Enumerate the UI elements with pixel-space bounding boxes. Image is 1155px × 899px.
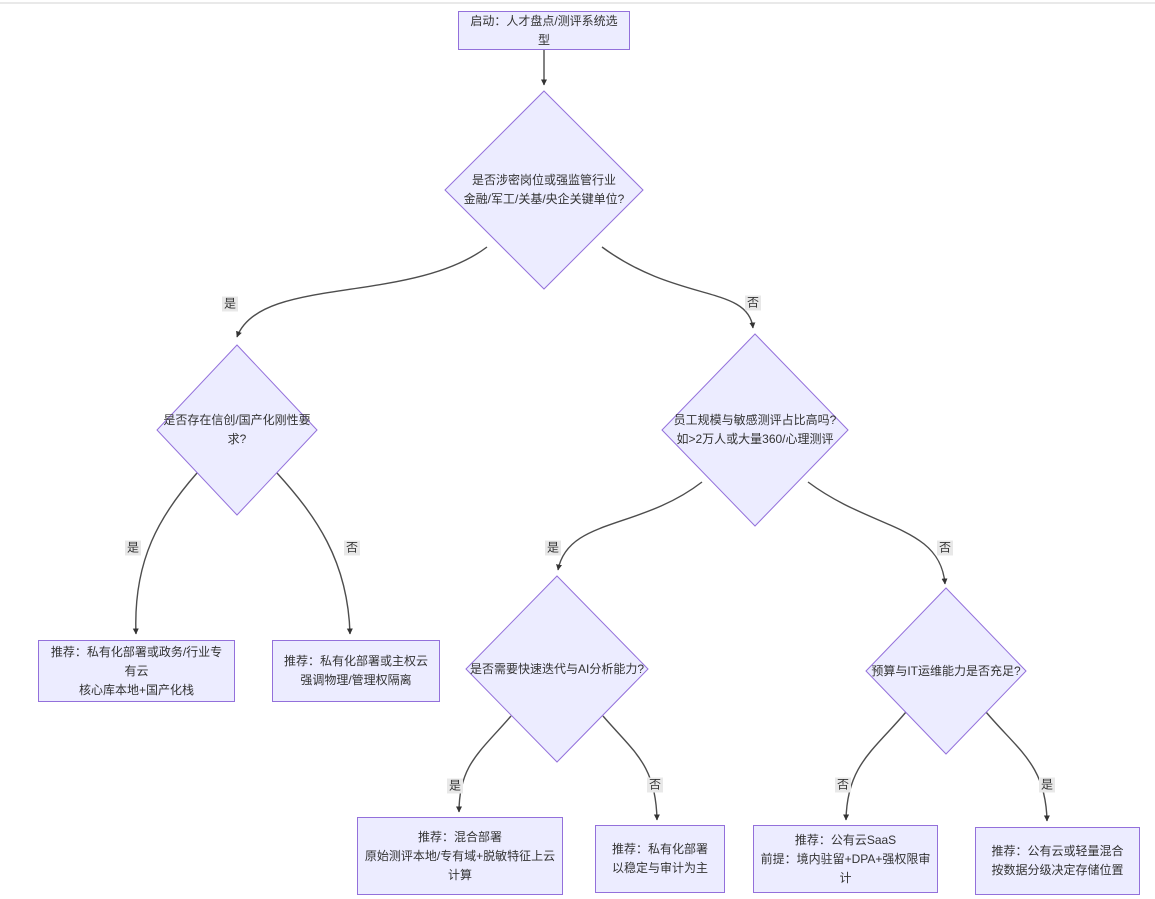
node-rec-saas: 推荐：公有云SaaS 前提：境内驻留+DPA+强权限审计 (753, 825, 938, 893)
node-rec-public-light: 推荐：公有云或轻量混合 按数据分级决定存储位置 (975, 827, 1140, 895)
decision-xinchuang-line1: 是否存在信创/国产化刚性要求? (163, 413, 311, 446)
rec-public-light-line1: 推荐：公有云或轻量混合 (991, 844, 1124, 858)
edge-xinchuang-yes (132, 472, 198, 635)
decision-scale-shape (661, 333, 849, 527)
edge-label-budget-no: 否 (834, 777, 852, 793)
edge-label-ai-yes: 是 (446, 778, 464, 794)
edge-label-regulated-yes: 是 (221, 296, 239, 312)
decision-ai-shape (465, 575, 649, 763)
decision-regulated-line2: 金融/军工/关基/央企关键单位? (463, 192, 625, 206)
decision-regulated-shape (444, 90, 644, 290)
decision-scale-label: 员工规模与敏感测评占比高吗? 如>2万人或大量360/心理测评 (662, 334, 848, 526)
edge-budget-no (843, 711, 907, 821)
node-rec-private-gov: 推荐：私有化部署或政务/行业专有云 核心库本地+国产化栈 (38, 640, 235, 702)
rec-saas-line1: 推荐：公有云SaaS (794, 832, 897, 847)
decision-budget-line1: 预算与IT运维能力是否充足? (871, 663, 1021, 678)
rec-hybrid-line1: 推荐：混合部署 (417, 829, 502, 844)
rec-private-stable-line2: 以稳定与审计为主 (611, 861, 708, 875)
node-start-label: 启动：人才盘点/测评系统选型 (470, 13, 618, 47)
edge-regulated-no (601, 246, 756, 329)
edge-scale-yes (556, 481, 703, 571)
decision-scale-line1: 员工规模与敏感测评占比高吗? (673, 413, 837, 427)
decision-xinchuang-shape (156, 344, 318, 516)
decision-scale-line2: 如>2万人或大量360/心理测评 (676, 432, 834, 446)
edge-ai-yes (456, 715, 512, 813)
node-rec-private-sovereign: 推荐：私有化部署或主权云 强调物理/管理权隔离 (272, 640, 440, 702)
rec-hybrid-line2: 原始测评本地/专有域+脱敏特征上云 (364, 848, 556, 863)
decision-regulated-label: 是否涉密岗位或强监管行业 金融/军工/关基/央企关键单位? (445, 91, 643, 289)
edge-scale-no (807, 481, 948, 585)
rec-private-stable-line1: 推荐：私有化部署 (611, 842, 708, 856)
edge-xinchuang-no (276, 472, 353, 635)
decision-budget-shape (865, 587, 1027, 755)
node-rec-private-stable: 推荐：私有化部署 以稳定与审计为主 (595, 825, 725, 893)
rec-hybrid-line3: 计算 (447, 867, 472, 882)
decision-ai-line1: 是否需要快速迭代与AI分析能力? (469, 661, 644, 676)
node-rec-hybrid: 推荐：混合部署 原始测评本地/专有域+脱敏特征上云 计算 (357, 817, 563, 895)
rec-saas-line2: 前提：境内驻留+DPA+强权限审计 (760, 851, 931, 885)
decision-budget-label: 预算与IT运维能力是否充足? (866, 588, 1026, 754)
rec-private-gov-line2: 核心库本地+国产化栈 (78, 682, 194, 697)
edge-label-budget-yes: 是 (1038, 777, 1056, 793)
edge-label-scale-yes: 是 (544, 540, 562, 556)
edge-label-ai-no: 否 (646, 777, 664, 793)
rec-private-gov-line1: 推荐：私有化部署或政务/行业专有云 (50, 644, 223, 678)
node-start: 启动：人才盘点/测评系统选型 (458, 11, 630, 50)
decision-regulated-line1: 是否涉密岗位或强监管行业 (471, 173, 616, 187)
edge-label-scale-no: 否 (936, 540, 954, 556)
top-divider (0, 2, 1155, 4)
edge-label-xinchuang-no: 否 (343, 540, 361, 556)
edge-label-xinchuang-yes: 是 (124, 540, 142, 556)
edge-ai-no (602, 715, 660, 821)
rec-private-sovereign-line2: 强调物理/管理权隔离 (300, 673, 412, 687)
edge-budget-yes (985, 711, 1050, 822)
decision-xinchuang-label: 是否存在信创/国产化刚性要求? (157, 345, 317, 515)
rec-public-light-line2: 按数据分级决定存储位置 (991, 863, 1124, 877)
rec-private-sovereign-line1: 推荐：私有化部署或主权云 (283, 654, 428, 668)
edge-label-regulated-no: 否 (744, 295, 762, 311)
decision-ai-label: 是否需要快速迭代与AI分析能力? (466, 576, 648, 762)
edge-regulated-yes (236, 246, 488, 338)
